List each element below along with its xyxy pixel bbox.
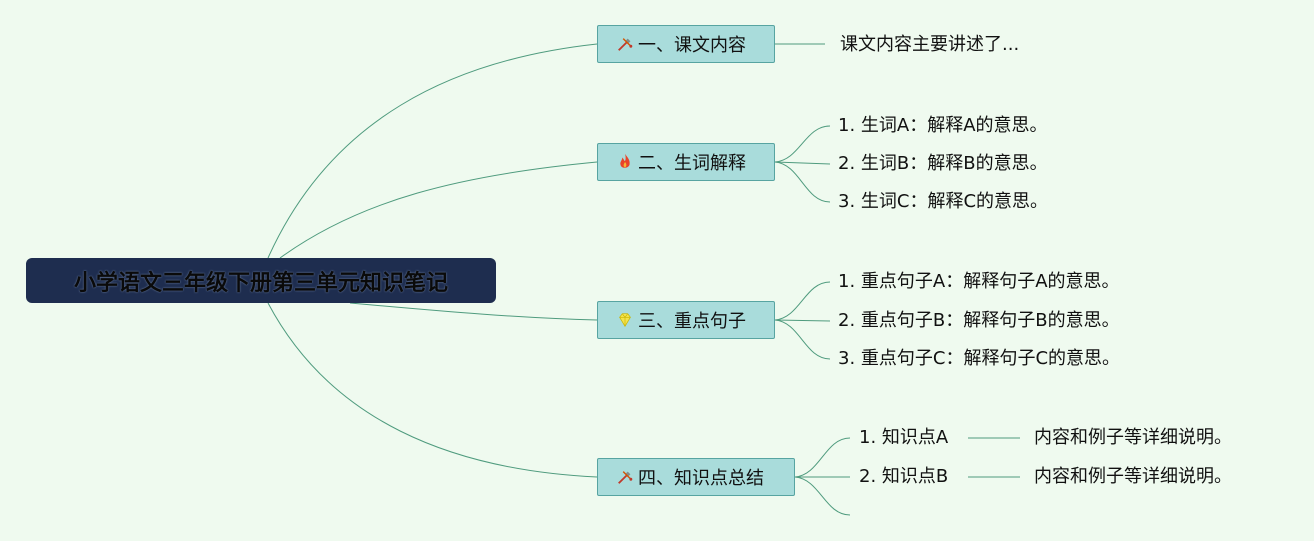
leaf-knowledge-point-a[interactable]: 1. 知识点A	[859, 427, 949, 448]
connector-topic-3-leaf-1	[774, 281, 831, 321]
gem-icon	[614, 309, 636, 331]
root-topic[interactable]: 小学语文三年级下册第三单元知识笔记	[26, 258, 496, 303]
topic-key-sentences[interactable]: 三、重点句子	[597, 301, 775, 339]
tools-icon	[614, 466, 636, 488]
leaf-lesson-summary[interactable]: 课文内容主要讲述了...	[840, 34, 1020, 55]
topic-label: 二、生词解释	[638, 153, 746, 174]
leaf-knowledge-point-b[interactable]: 2. 知识点B	[859, 466, 949, 487]
leaf-sentence-a[interactable]: 1. 重点句子A：解释句子A的意思。	[838, 271, 1120, 292]
topic-label: 四、知识点总结	[638, 468, 764, 489]
connector-root-topic-3	[349, 302, 598, 321]
connector-root-topic-4	[267, 302, 598, 478]
leaf-sentence-b[interactable]: 2. 重点句子B：解释句子B的意思。	[838, 310, 1120, 331]
root-topic-label: 小学语文三年级下册第三单元知识笔记	[73, 270, 448, 296]
connector-topic-2-leaf-2	[774, 161, 831, 165]
topic-label: 一、课文内容	[638, 35, 746, 56]
fire-icon	[614, 151, 636, 173]
leaf-vocab-a[interactable]: 1. 生词A：解释A的意思。	[838, 115, 1048, 136]
connector-topic-4-leaf-3	[794, 476, 851, 516]
connector-root-topic-1	[267, 43, 598, 259]
leaf-sentence-c[interactable]: 3. 重点句子C：解释句子C的意思。	[838, 348, 1121, 369]
connector-root-topic-2	[279, 161, 598, 259]
connector-topic-4-leaf-1	[794, 437, 851, 478]
connector-topic-3-leaf-3	[774, 319, 831, 360]
topic-lesson-content[interactable]: 一、课文内容	[597, 25, 775, 63]
leaf-vocab-b[interactable]: 2. 生词B：解释B的意思。	[838, 153, 1048, 174]
topic-label: 三、重点句子	[638, 311, 746, 332]
leaf-vocab-c[interactable]: 3. 生词C：解释C的意思。	[838, 191, 1049, 212]
leaf-knowledge-point-a-detail[interactable]: 内容和例子等详细说明。	[1034, 427, 1232, 448]
connector-topic-3-leaf-2	[774, 319, 831, 322]
topic-knowledge-summary[interactable]: 四、知识点总结	[597, 458, 795, 496]
connector-topic-2-leaf-1	[774, 125, 831, 163]
connector-topic-2-leaf-3	[774, 161, 831, 203]
tools-icon	[614, 33, 636, 55]
topic-vocabulary[interactable]: 二、生词解释	[597, 143, 775, 181]
leaf-knowledge-point-b-detail[interactable]: 内容和例子等详细说明。	[1034, 466, 1232, 487]
